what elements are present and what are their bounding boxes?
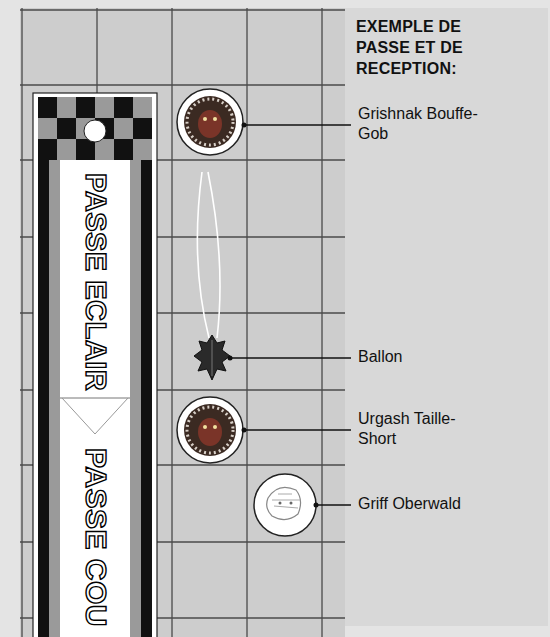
player-label: Ballon bbox=[358, 347, 508, 367]
caption-panel bbox=[345, 8, 548, 626]
range-band-label: PASSE COU bbox=[79, 448, 113, 627]
player-label: Griff Oberwald bbox=[358, 494, 544, 514]
orc-player-token bbox=[177, 89, 243, 155]
range-band-label: PASSE ECLAIR bbox=[79, 173, 113, 391]
player-label: Grishnak Bouffe-Gob bbox=[358, 104, 486, 144]
leader-line bbox=[230, 125, 351, 505]
range-ruler bbox=[33, 93, 157, 637]
player-label: Urgash Taille-Short bbox=[358, 409, 486, 449]
leader-dot bbox=[228, 123, 319, 508]
orc-player-token bbox=[177, 397, 243, 463]
ball bbox=[194, 335, 230, 380]
human-player-token bbox=[254, 474, 316, 536]
pass-trajectory bbox=[197, 172, 220, 338]
diagram-title: EXEMPLE DE PASSE ET DE RECEPTION: bbox=[356, 16, 488, 79]
